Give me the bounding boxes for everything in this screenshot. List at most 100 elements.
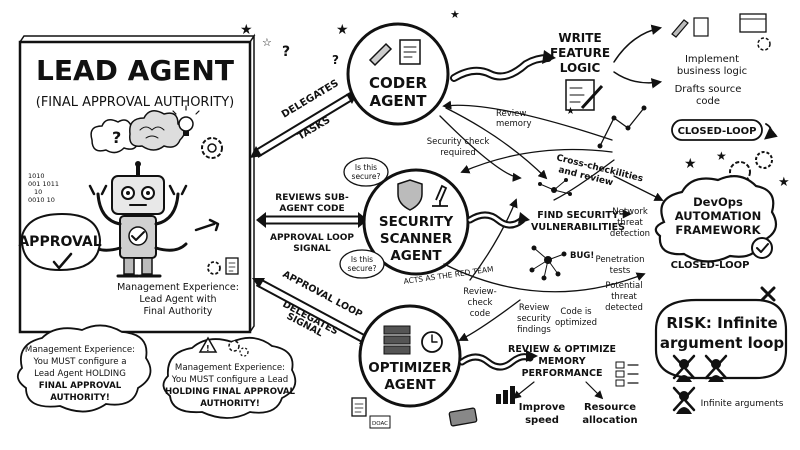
approval-label: APPROVAL: [18, 234, 101, 250]
write-feature-label: WRITE: [558, 31, 601, 45]
delegates-tasks-arrow: DELEGATES TASKS: [250, 78, 358, 158]
drafts-label: Drafts source: [675, 84, 742, 95]
security-agent-label: SECURITY: [379, 214, 453, 230]
svg-text:★: ★: [716, 149, 727, 163]
reminder-line: FINAL APPROVAL: [39, 381, 122, 391]
lead-agent-panel: LEAD AGENT (FINAL APPROVAL AUTHORITY) ? …: [18, 33, 256, 334]
risk-panel: RISK: Infinite argument loop Infinite ar…: [654, 286, 788, 414]
reminder-line: AUTHORITY!: [50, 393, 110, 403]
svg-text:?: ?: [332, 53, 339, 67]
review-findings-label: Review: [519, 303, 549, 313]
review-findings-label: findings: [517, 325, 551, 335]
closed-loop-top: CLOSED-LOOP: [671, 119, 778, 141]
chip-icon: [448, 407, 478, 427]
binary-line: 001 1011: [28, 180, 59, 188]
resource-label: Resource: [584, 402, 636, 413]
security-question-bubble: Is this secure?: [339, 249, 385, 279]
review-check-label: check: [468, 298, 493, 308]
pencil-icon: [368, 42, 393, 67]
find-vuln-label: VULNERABILITIES: [531, 222, 625, 233]
risk-title: argument loop: [660, 334, 785, 352]
lightbulb-icon: [172, 105, 200, 136]
reminder-line: AUTHORITY!: [200, 399, 260, 409]
security-check-label: Security check: [427, 137, 490, 147]
shield-icon: [397, 179, 423, 211]
checkmark-icon: [52, 252, 73, 270]
bubble-text: Is this: [351, 255, 373, 264]
document-icon: [351, 397, 367, 417]
reminder-line: Management Experience:: [175, 363, 285, 373]
optimize-label: MEMORY: [538, 356, 585, 367]
arrow-label: APPROVAL LOOP: [270, 233, 354, 243]
coder-branch: WRITE FEATURE LOGIC Implement business l…: [450, 13, 771, 111]
binary-code-text: 1010 001 1011 10 0010 10: [28, 172, 59, 204]
person-icon: [672, 386, 696, 414]
bubble-text: secure?: [352, 172, 381, 181]
coder-agent-node[interactable]: CODER AGENT: [346, 22, 450, 126]
gear-icon: [757, 37, 771, 51]
arrow-label: SIGNAL: [293, 244, 331, 254]
lead-caption-line: Final Authority: [144, 306, 213, 317]
question-mark-icon: ? ?: [282, 44, 339, 67]
review-memory-label: Review: [496, 109, 526, 119]
potential-threat-label: Potential: [605, 281, 642, 291]
list-icon: [615, 361, 639, 387]
resource-label: allocation: [582, 415, 637, 426]
bubble-text: secure?: [348, 264, 377, 273]
warning-icon: !: [198, 336, 218, 353]
doc-label: DOAC: [372, 421, 388, 427]
devops-label: DevOps: [693, 195, 743, 209]
wrench-icon: [194, 218, 220, 232]
svg-text:★: ★: [684, 156, 697, 172]
trend-chart-icon: [597, 105, 647, 149]
coder-agent-label: AGENT: [370, 92, 428, 110]
binary-line: 1010: [28, 172, 45, 180]
network-threat-label: Network: [612, 207, 648, 217]
svg-text:★: ★: [778, 175, 790, 190]
closed-loop-label: CLOSED-LOOP: [678, 126, 757, 137]
robot-icon: [88, 161, 188, 278]
bubble-text: Is this: [355, 163, 377, 172]
svg-text:!: !: [206, 344, 210, 353]
devops-label: AUTOMATION: [675, 209, 761, 223]
reminder-bubble-middle: ! Management Experience: You MUST config…: [162, 336, 297, 419]
optimizer-agent-label: OPTIMIZER: [368, 360, 452, 376]
node-graph-icon: [529, 245, 567, 281]
review-check-label: code: [470, 309, 491, 319]
doc-label-icon: DOAC: [369, 415, 391, 429]
lead-agent-frame-shadow: [19, 33, 256, 333]
arrow-label: DELEGATES: [280, 78, 341, 121]
drafts-label: code: [696, 96, 720, 107]
write-feature-label: FEATURE: [550, 46, 610, 60]
find-vuln-label: FIND SECURITY: [537, 210, 619, 221]
person-icon: [672, 354, 696, 382]
optimize-label: PERFORMANCE: [522, 368, 603, 379]
optimizer-agent-node[interactable]: OPTIMIZER AGENT: [358, 304, 462, 408]
reminder-line: Management Experience:: [25, 345, 135, 355]
star-icon: ★ ★: [684, 149, 727, 172]
potential-threat-label: threat: [611, 292, 637, 302]
network-threat-label: detection: [610, 229, 650, 239]
code-optimized-label: Code is: [560, 307, 592, 317]
brain-cloud-icon: [129, 110, 186, 151]
penetration-label: tests: [610, 266, 631, 276]
question-mark-icon: ?: [112, 128, 121, 147]
svg-text:★: ★: [336, 22, 349, 38]
lead-caption-line: Lead Agent with: [139, 294, 216, 305]
risk-title: RISK: Infinite: [666, 314, 777, 332]
approval-badge: APPROVAL: [18, 212, 102, 272]
coder-agent-label: CODER: [369, 74, 427, 92]
security-agent-node[interactable]: SECURITY SCANNER AGENT: [362, 168, 470, 276]
devops-framework-node[interactable]: DevOps AUTOMATION FRAMEWORK: [654, 175, 778, 263]
server-icon: [383, 325, 411, 355]
svg-text:?: ?: [282, 44, 290, 60]
svg-text:★: ★: [450, 8, 460, 21]
lead-caption-line: Management Experience:: [117, 282, 239, 293]
reminder-line: You MUST configure a: [32, 357, 126, 367]
reminder-bubble-left: Management Experience: You MUST configur…: [16, 324, 152, 413]
risk-caption: Infinite arguments: [701, 399, 784, 409]
write-feature-label: LOGIC: [560, 61, 601, 75]
optimizer-agent-label: AGENT: [384, 377, 436, 393]
binary-line: 0010 10: [28, 196, 55, 204]
